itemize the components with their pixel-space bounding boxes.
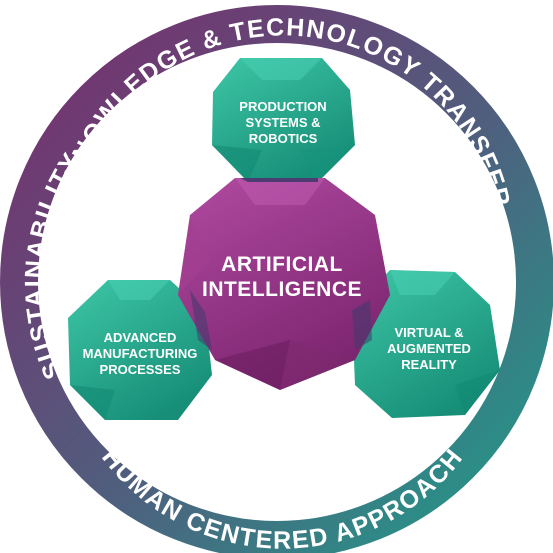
node-artificial-intelligence: ARTIFICIAL INTELLIGENCE	[178, 178, 390, 390]
node-top-line2: SYSTEMS &	[245, 115, 320, 130]
node-left-line1: ADVANCED	[104, 330, 177, 345]
node-production-systems: PRODUCTION SYSTEMS & ROBOTICS	[212, 58, 355, 182]
node-right-line3: REALITY	[401, 357, 457, 372]
node-virtual-augmented-reality: VIRTUAL & AUGMENTED REALITY	[352, 270, 500, 418]
node-left-line2: MANUFACTURING	[83, 346, 198, 361]
outer-ring	[0, 5, 553, 553]
node-right-line1: VIRTUAL &	[394, 325, 463, 340]
node-center-line1: ARTIFICIAL	[221, 253, 343, 276]
node-right-line2: AUGMENTED	[387, 341, 471, 356]
node-advanced-manufacturing: ADVANCED MANUFACTURING PROCESSES	[68, 280, 212, 420]
node-top-line3: ROBOTICS	[249, 131, 318, 146]
node-center-line2: INTELLIGENCE	[202, 278, 362, 301]
node-top-line1: PRODUCTION	[239, 99, 326, 114]
node-left-line3: PROCESSES	[100, 362, 181, 377]
ring-label-bottom: HUMAN CENTERED APPROACH	[96, 443, 468, 553]
